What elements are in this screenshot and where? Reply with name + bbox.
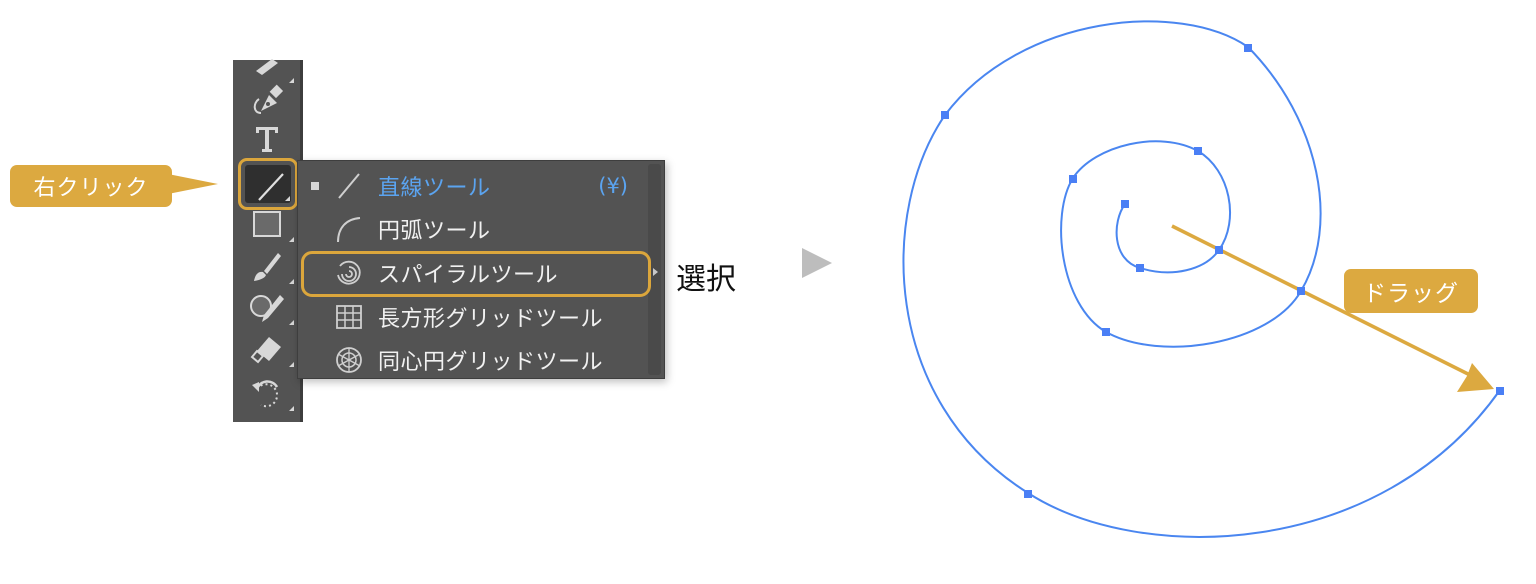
menu-item-line-segment-tool[interactable]: 直線ツール (¥) <box>298 164 648 207</box>
rotate-icon <box>251 380 278 408</box>
select-label: 選択 <box>676 262 736 297</box>
curvature-icon <box>255 59 278 75</box>
type-icon <box>255 127 278 152</box>
menu-item-spiral-tool[interactable]: スパイラルツール <box>298 251 648 294</box>
spiral-path <box>902 20 1501 538</box>
rectangle-tool[interactable] <box>233 205 300 245</box>
tool-group-corner-icon <box>289 279 294 284</box>
line-tool-selected-bg <box>245 165 291 203</box>
menu-item-arc-tool[interactable]: 円弧ツール <box>298 207 648 250</box>
menu-item-rectangular-grid-tool[interactable]: 長方形グリッドツール <box>298 295 648 338</box>
tool-group-corner-icon <box>289 320 294 325</box>
current-tool-bullet-icon <box>311 181 319 190</box>
pen-icon <box>253 84 283 114</box>
line-icon <box>258 173 290 201</box>
spiral-tool-highlight <box>301 251 651 297</box>
pen-tool[interactable] <box>233 80 300 120</box>
menu-item-shortcut: (¥) <box>598 173 628 198</box>
tool-group-corner-icon <box>289 406 294 411</box>
paintbrush-tool[interactable] <box>233 247 300 287</box>
menu-item-label: 同心円グリッドツール <box>378 349 604 375</box>
right-click-label: 右クリック <box>33 176 149 201</box>
tool-group-corner-icon <box>289 362 294 367</box>
curvature-tool[interactable] <box>233 46 300 86</box>
eraser-icon <box>250 337 281 364</box>
anchor-points <box>941 44 1504 498</box>
drag-callout: ドラッグ <box>1344 269 1478 313</box>
right-click-callout: 右クリック <box>10 165 172 207</box>
spiral-drawing-canvas <box>902 20 1504 538</box>
shaper-icon <box>249 295 284 322</box>
rectangle-icon <box>252 211 281 237</box>
line-segment-tool[interactable] <box>238 158 298 210</box>
menu-item-label: 円弧ツール <box>378 218 491 244</box>
tool-group-corner-icon <box>289 78 294 83</box>
shaper-tool[interactable] <box>233 288 300 328</box>
menu-item-label: 直線ツール <box>378 175 491 201</box>
drag-label: ドラッグ <box>1363 281 1459 307</box>
eraser-tool[interactable] <box>233 330 300 370</box>
menu-item-label: スパイラルツール <box>378 262 559 288</box>
next-step-arrow-icon <box>802 248 832 278</box>
paintbrush-icon <box>253 253 281 281</box>
line-icon <box>334 171 364 201</box>
type-tool[interactable] <box>233 118 300 158</box>
tool-group-corner-icon <box>289 237 294 242</box>
menu-item-label: 長方形グリッドツール <box>378 306 604 332</box>
rectangular-grid-icon <box>334 302 364 332</box>
drag-arrow-head-icon <box>1457 363 1494 392</box>
line-tool-flyout-menu: 直線ツール (¥) 円弧ツール スパイラルツール 長方形グリッドツール <box>297 160 665 379</box>
right-click-callout-pointer <box>168 174 218 194</box>
rotate-tool[interactable] <box>233 374 300 414</box>
tearoff-arrow-icon[interactable] <box>653 268 658 276</box>
spiral-icon <box>334 258 364 288</box>
arc-icon <box>334 214 364 244</box>
polar-grid-icon <box>334 345 364 375</box>
menu-item-polar-grid-tool[interactable]: 同心円グリッドツール <box>298 338 648 381</box>
tools-panel <box>233 59 303 422</box>
